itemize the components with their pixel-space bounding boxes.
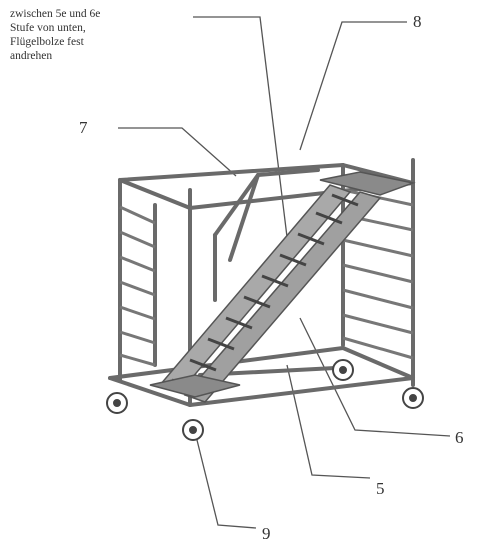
diagonal-brace (228, 173, 260, 262)
top-rail-back (118, 163, 345, 182)
bottom-rail-left (108, 376, 192, 407)
right-rung (342, 288, 414, 310)
callout-8: 8 (413, 12, 422, 31)
bottom-rail-front (188, 376, 415, 407)
stair-tread (243, 295, 271, 309)
top-rail-left (118, 178, 192, 210)
top-platform (319, 171, 416, 196)
leader-line-7 (118, 127, 237, 177)
stair-tread (225, 316, 253, 330)
left-ladder-rungs (119, 205, 156, 367)
stair (158, 184, 382, 403)
left-rung (119, 230, 156, 249)
casters (106, 359, 424, 441)
instruction-note: zwischen 5e und 6e Stufe von unten, Flüg… (10, 7, 180, 63)
leader-lines (118, 16, 451, 529)
leader-line-9 (195, 435, 257, 529)
callout-5: 5 (376, 479, 385, 498)
left-rung (119, 255, 156, 273)
left-rung (119, 330, 156, 345)
bottom-platform (149, 374, 241, 398)
stair-tread (315, 211, 343, 225)
stair-tread (331, 193, 359, 207)
left-rung (119, 353, 156, 367)
stair-tread (207, 337, 235, 351)
guard-rail-diagonal (213, 173, 260, 237)
stair-tread (261, 274, 289, 288)
stair-tread (189, 358, 217, 372)
instruction-line: andrehen (10, 50, 53, 62)
leader-line-5 (286, 364, 371, 479)
leader-line-8-a (193, 16, 289, 246)
right-rung (342, 263, 414, 284)
callout-6: 6 (455, 428, 464, 447)
left-rung (119, 305, 156, 321)
right-rung (342, 313, 414, 335)
stair-treads (171, 193, 359, 392)
caster-hub (409, 394, 417, 402)
bottom-rail-right (341, 346, 415, 380)
left-rung (119, 205, 156, 225)
guard-rail-top (256, 168, 320, 177)
instruction-line: Flügelbolze fest (10, 36, 84, 48)
stair-tread (279, 253, 307, 267)
leader-line-8-b (299, 21, 407, 151)
caster-hub (113, 399, 121, 407)
stair-tread (297, 232, 325, 246)
caster-hub (189, 426, 197, 434)
caster-hub (339, 366, 347, 374)
callout-7: 7 (79, 118, 88, 137)
leader-line-6 (299, 317, 451, 437)
instruction-line: Stufe von unten, (10, 22, 86, 34)
right-rung (342, 238, 414, 258)
callout-9: 9 (262, 524, 271, 543)
left-rung (119, 280, 156, 297)
right-rung (342, 336, 414, 360)
instruction-line: zwischen 5e und 6e (10, 8, 101, 20)
